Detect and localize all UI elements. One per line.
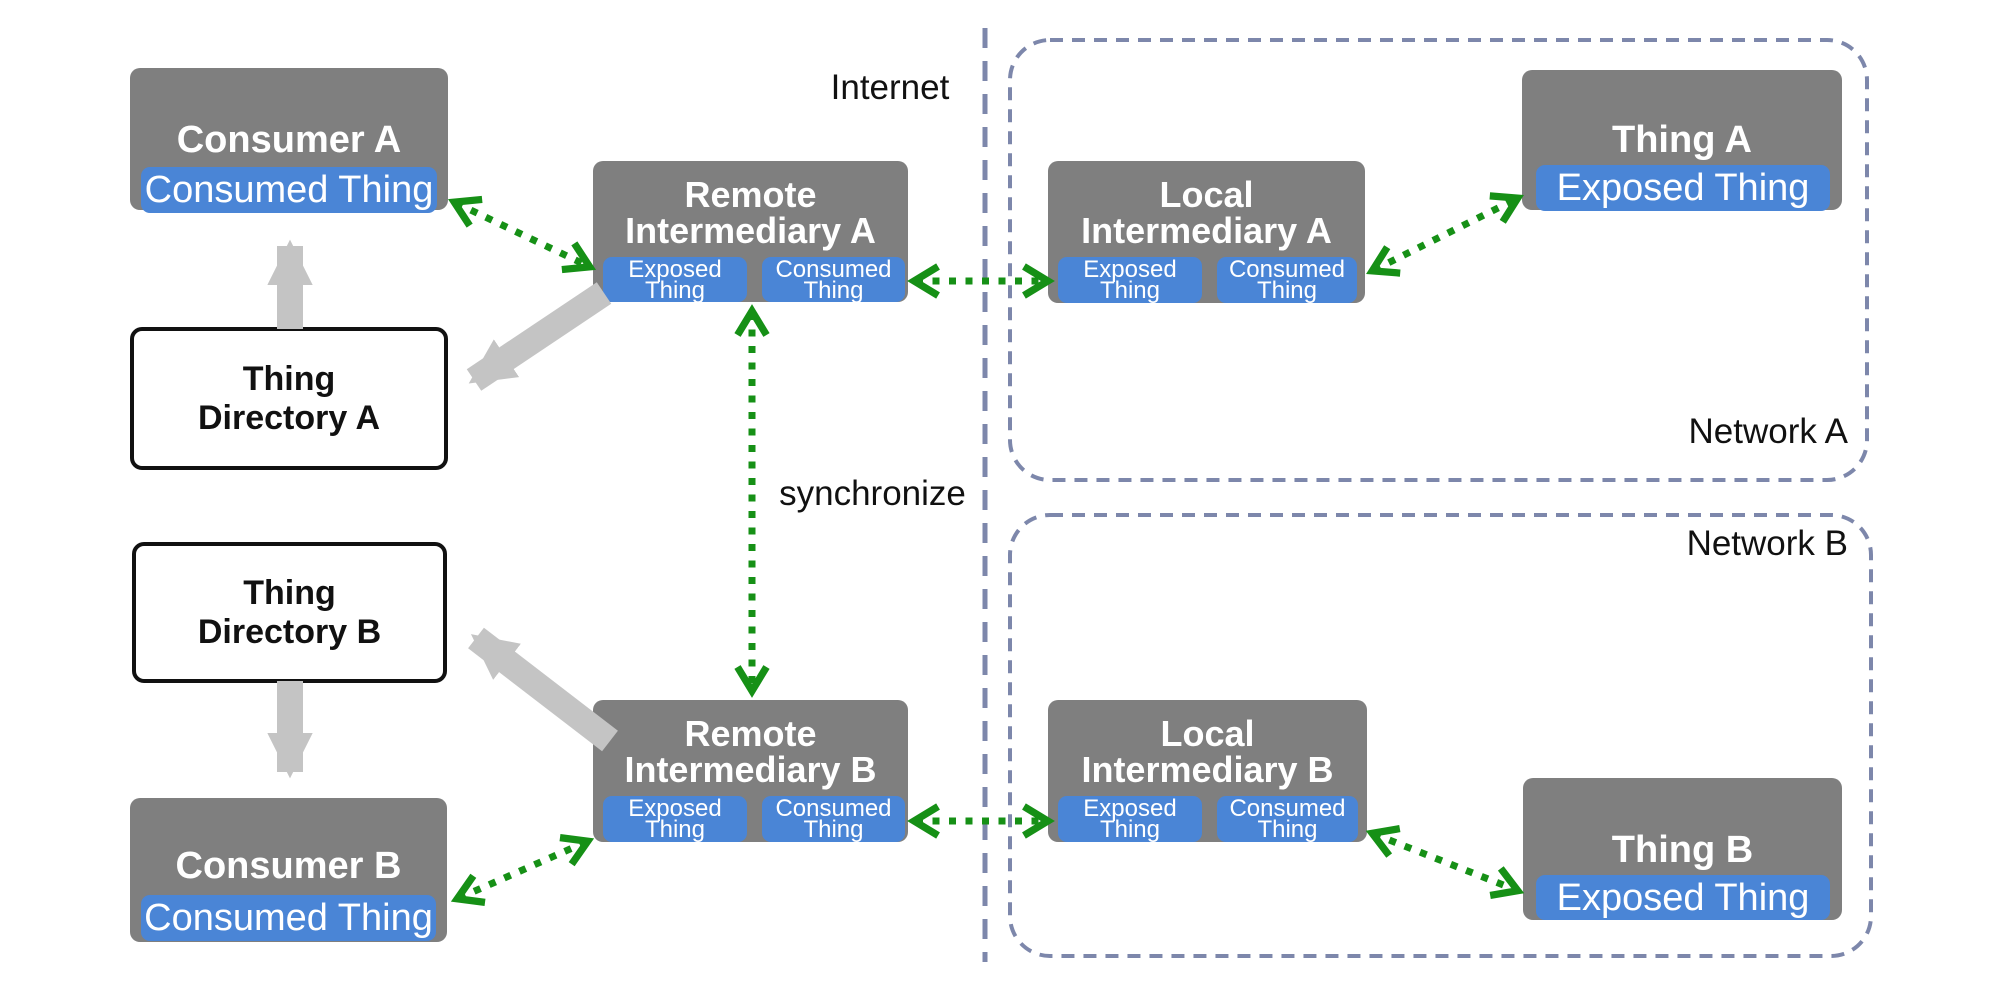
remote-intermediary-a-title: Remote Intermediary A [625,174,876,251]
thing-directory-a-title: Thing Directory A [197,359,381,437]
remote-intermediary-a-exposed-thing: Exposed Thing [603,257,747,303]
remote-intermediary-b-title: Remote Intermediary B [624,713,877,790]
thing-b-box: Thing B Exposed Thing [1523,778,1842,920]
arrow-remote-intermediary-b-to-directory-b [468,627,618,752]
local-intermediary-b-consumed-thing: Consumed Thing [1217,796,1358,842]
remote-intermediary-b-consumed-thing: Consumed Thing [762,796,905,842]
consumer-a-box: Consumer A Consumed Thing [130,68,448,213]
local-intermediary-b-exposed-thing: Exposed Thing [1058,796,1202,842]
thing-a-box: Thing A Exposed Thing [1522,70,1842,211]
consumer-b-consumed-thing: Consumed Thing [141,895,436,941]
local-intermediary-b-box: Local Intermediary B Exposed Thing Consu… [1048,700,1367,842]
thing-a-exposed-thing: Exposed Thing [1536,165,1830,211]
local-intermediary-a-exposed-thing: Exposed Thing [1058,257,1202,303]
network-b-label: Network B [1686,524,1848,563]
local-intermediary-a-box: Local Intermediary A Exposed Thing Consu… [1048,161,1365,303]
arrow-remote-intermediary-a-to-directory-a [466,282,612,391]
remote-intermediary-a-consumed-thing: Consumed Thing [762,257,905,303]
consumer-b-title: Consumer B [175,845,402,887]
thing-directory-a-box: Thing Directory A [130,327,448,470]
network-a-label: Network A [1688,412,1849,451]
thing-b-title: Thing B [1611,829,1754,871]
thing-a-title: Thing A [1612,119,1752,161]
remote-intermediary-b-box: Remote Intermediary B Exposed Thing Cons… [593,700,908,842]
consumer-a-title: Consumer A [176,119,402,161]
thing-directory-b-title: Thing Directory B [197,573,382,651]
arrow-local-intermediary-a-thing-a [1366,192,1524,277]
local-intermediary-b-title: Local Intermediary B [1081,713,1334,790]
consumer-b-box: Consumer B Consumed Thing [130,798,447,942]
thing-b-exposed-thing: Exposed Thing [1536,875,1830,920]
local-intermediary-a-title: Local Intermediary A [1081,174,1332,251]
arrow-consumer-b-remote-intermediary-b [450,834,595,906]
synchronize-label: synchronize [779,474,966,513]
arrow-local-intermediary-b-thing-b [1365,825,1525,899]
internet-label: Internet [830,68,950,107]
remote-intermediary-a-box: Remote Intermediary A Exposed Thing Cons… [593,161,908,303]
consumer-a-consumed-thing: Consumed Thing [141,167,437,213]
arrow-consumer-a-remote-intermediary-a [447,195,597,274]
local-intermediary-a-consumed-thing: Consumed Thing [1217,257,1357,303]
thing-directory-b-box: Thing Directory B [132,542,447,683]
remote-intermediary-b-exposed-thing: Exposed Thing [603,796,747,842]
